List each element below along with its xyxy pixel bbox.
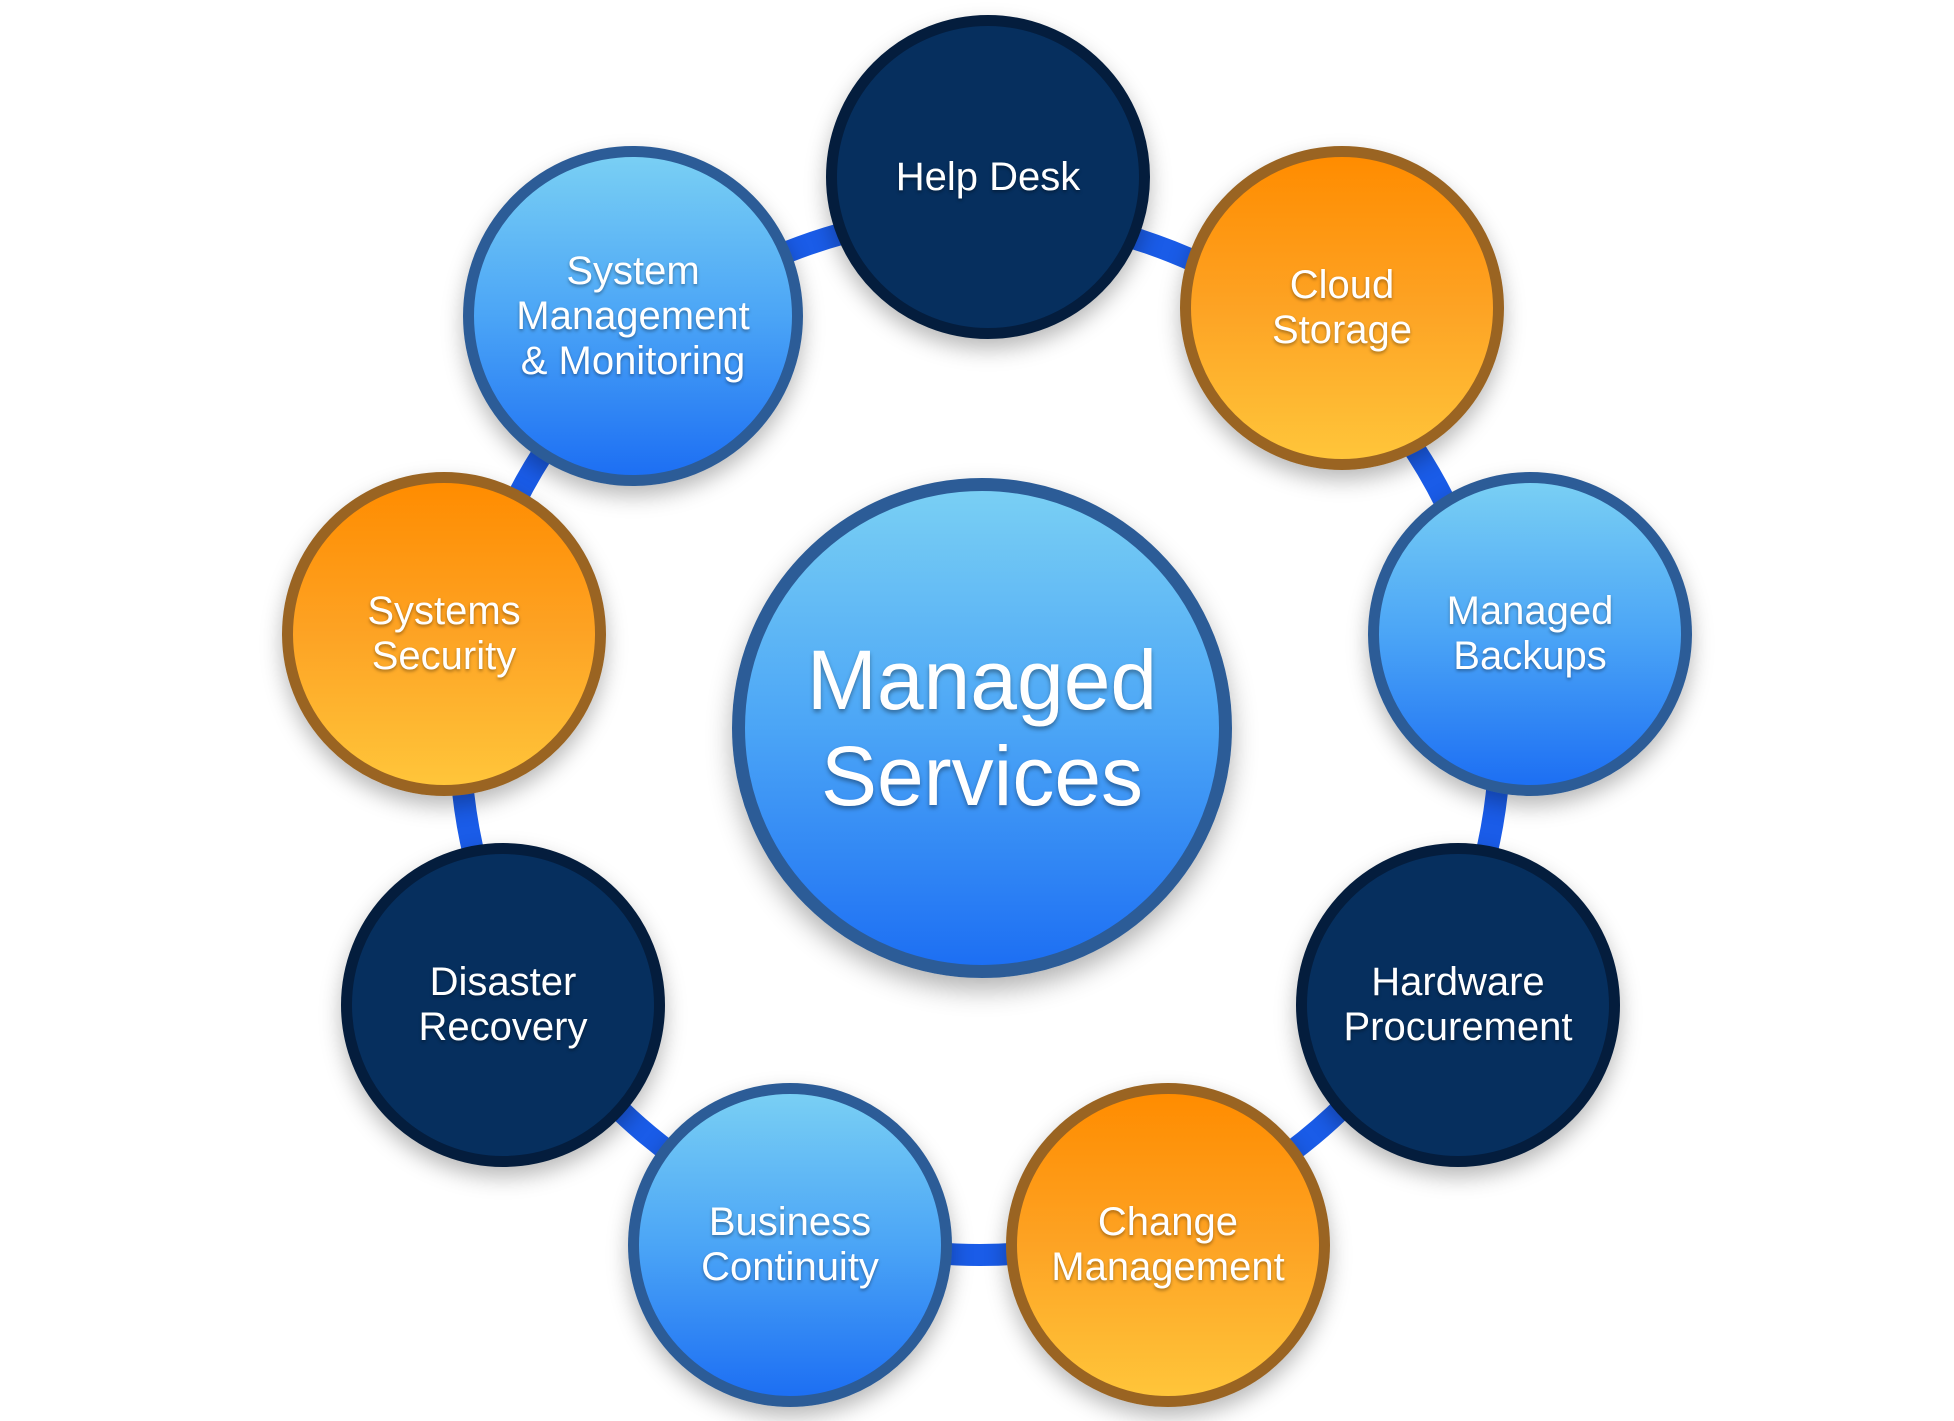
node-label: Systems Security [367, 589, 521, 678]
node-label: Help Desk [895, 154, 1081, 199]
node-help-desk: Help Desk [826, 15, 1150, 339]
center-label: Managed Services [806, 633, 1158, 823]
node-label: Cloud Storage [1271, 263, 1413, 352]
node-systems-security: Systems Security [282, 472, 606, 796]
center-node-managed-services: Managed Services [732, 478, 1232, 978]
node-label: System Management & Monitoring [516, 248, 750, 383]
node-label: Disaster Recovery [418, 960, 588, 1049]
node-label: Managed Backups [1446, 589, 1614, 678]
node-disaster-recovery: Disaster Recovery [341, 843, 665, 1167]
node-business-continuity: Business Continuity [628, 1083, 952, 1407]
node-label: Change Management [1051, 1200, 1285, 1289]
node-change-management: Change Management [1006, 1083, 1330, 1407]
node-cloud-storage: Cloud Storage [1180, 146, 1504, 470]
node-label: Hardware Procurement [1343, 960, 1573, 1049]
node-managed-backups: Managed Backups [1368, 472, 1692, 796]
node-hardware-procurement: Hardware Procurement [1296, 843, 1620, 1167]
node-label: Business Continuity [701, 1200, 879, 1289]
node-system-management-monitoring: System Management & Monitoring [463, 146, 803, 486]
